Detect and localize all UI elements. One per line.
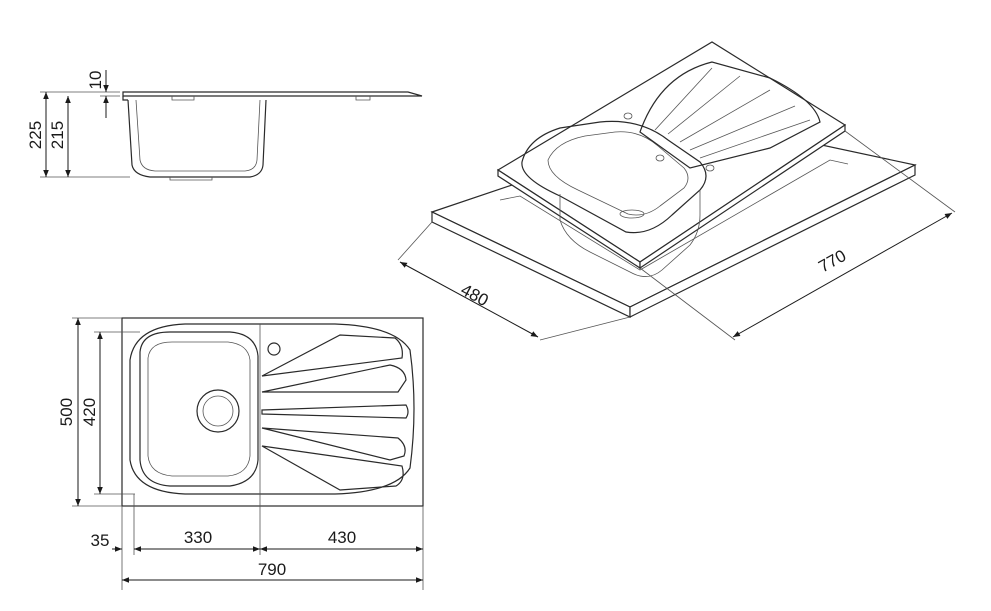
iso-drainer	[639, 61, 821, 169]
plan-sink-outline	[129, 323, 415, 495]
plan-bowl	[139, 331, 259, 487]
dim-side-total-height: 225	[26, 121, 45, 149]
dim-plan-bowl-width: 330	[184, 528, 212, 547]
plan-tap-hole	[267, 342, 281, 356]
dim-iso-depth: 480	[458, 280, 492, 310]
dim-plan-outer-height: 500	[57, 398, 76, 426]
dim-plan-offset: 35	[91, 531, 110, 550]
plan-view: 500 420 35 330 430 790	[57, 317, 424, 590]
isometric-view: 480 770	[397, 41, 956, 341]
dim-plan-total-width: 790	[258, 560, 286, 579]
plan-drainer	[261, 334, 409, 491]
dim-iso-cutout-width: 770	[815, 246, 849, 276]
dim-side-rim: 10	[86, 71, 105, 90]
plan-outer-frame	[121, 317, 424, 507]
plan-waste	[196, 389, 240, 433]
side-view-rim	[122, 91, 423, 97]
dim-side-bowl-depth: 215	[48, 121, 67, 149]
dim-plan-cutout-height: 420	[80, 398, 99, 426]
side-view: 10 225 215	[26, 70, 423, 181]
dim-plan-drainer-width: 430	[328, 528, 356, 547]
side-view-bowl	[127, 99, 267, 178]
